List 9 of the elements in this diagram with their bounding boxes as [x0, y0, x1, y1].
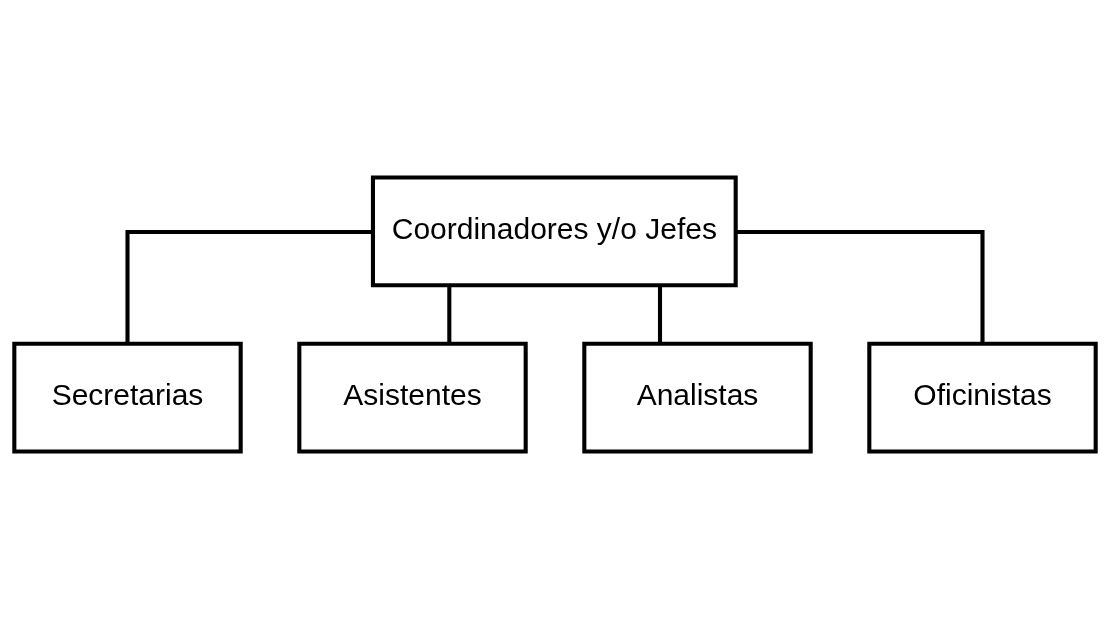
- connector: [447, 284, 452, 343]
- connector: [125, 229, 373, 343]
- connector: [735, 229, 985, 343]
- node-box: Oficinistas: [867, 341, 1098, 454]
- node-box: Asistentes: [297, 341, 528, 454]
- node-box: Analistas: [582, 341, 813, 454]
- connector: [657, 284, 663, 343]
- node-box: Secretarias: [12, 341, 243, 454]
- node-box: Coordinadores y/o Jefes: [370, 174, 738, 287]
